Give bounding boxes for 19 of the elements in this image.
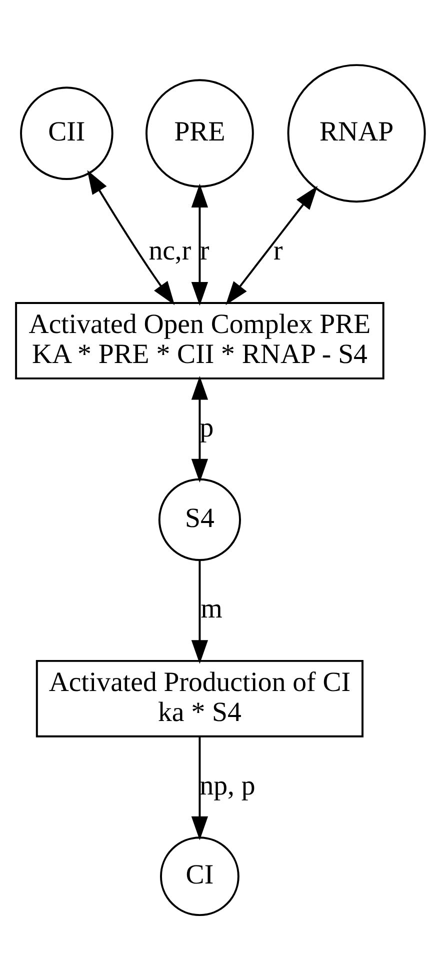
node-circle: PRE bbox=[146, 79, 254, 188]
arrow bbox=[191, 376, 208, 483]
edge-label: r bbox=[273, 236, 283, 267]
arrow bbox=[191, 560, 208, 664]
edge-label: nc,r bbox=[148, 236, 192, 267]
node-circle: CI bbox=[160, 836, 240, 916]
edge-label: np, p bbox=[200, 770, 256, 802]
node-circle: S4 bbox=[158, 478, 241, 561]
edge-label: p bbox=[200, 412, 214, 444]
node-circle: CII bbox=[20, 86, 114, 180]
arrow bbox=[87, 170, 175, 306]
arrow bbox=[191, 184, 208, 306]
node-circle: RNAP bbox=[287, 64, 426, 203]
edge-label: r bbox=[200, 236, 210, 267]
arrow bbox=[226, 186, 318, 306]
edge-label: m bbox=[200, 594, 222, 625]
node-box: Activated Open Complex PRE KA * PRE * CII * RNAP - S4 bbox=[15, 302, 384, 380]
node-box: Activated Production of CI ka * S4 bbox=[36, 660, 364, 738]
arrow bbox=[191, 736, 208, 840]
